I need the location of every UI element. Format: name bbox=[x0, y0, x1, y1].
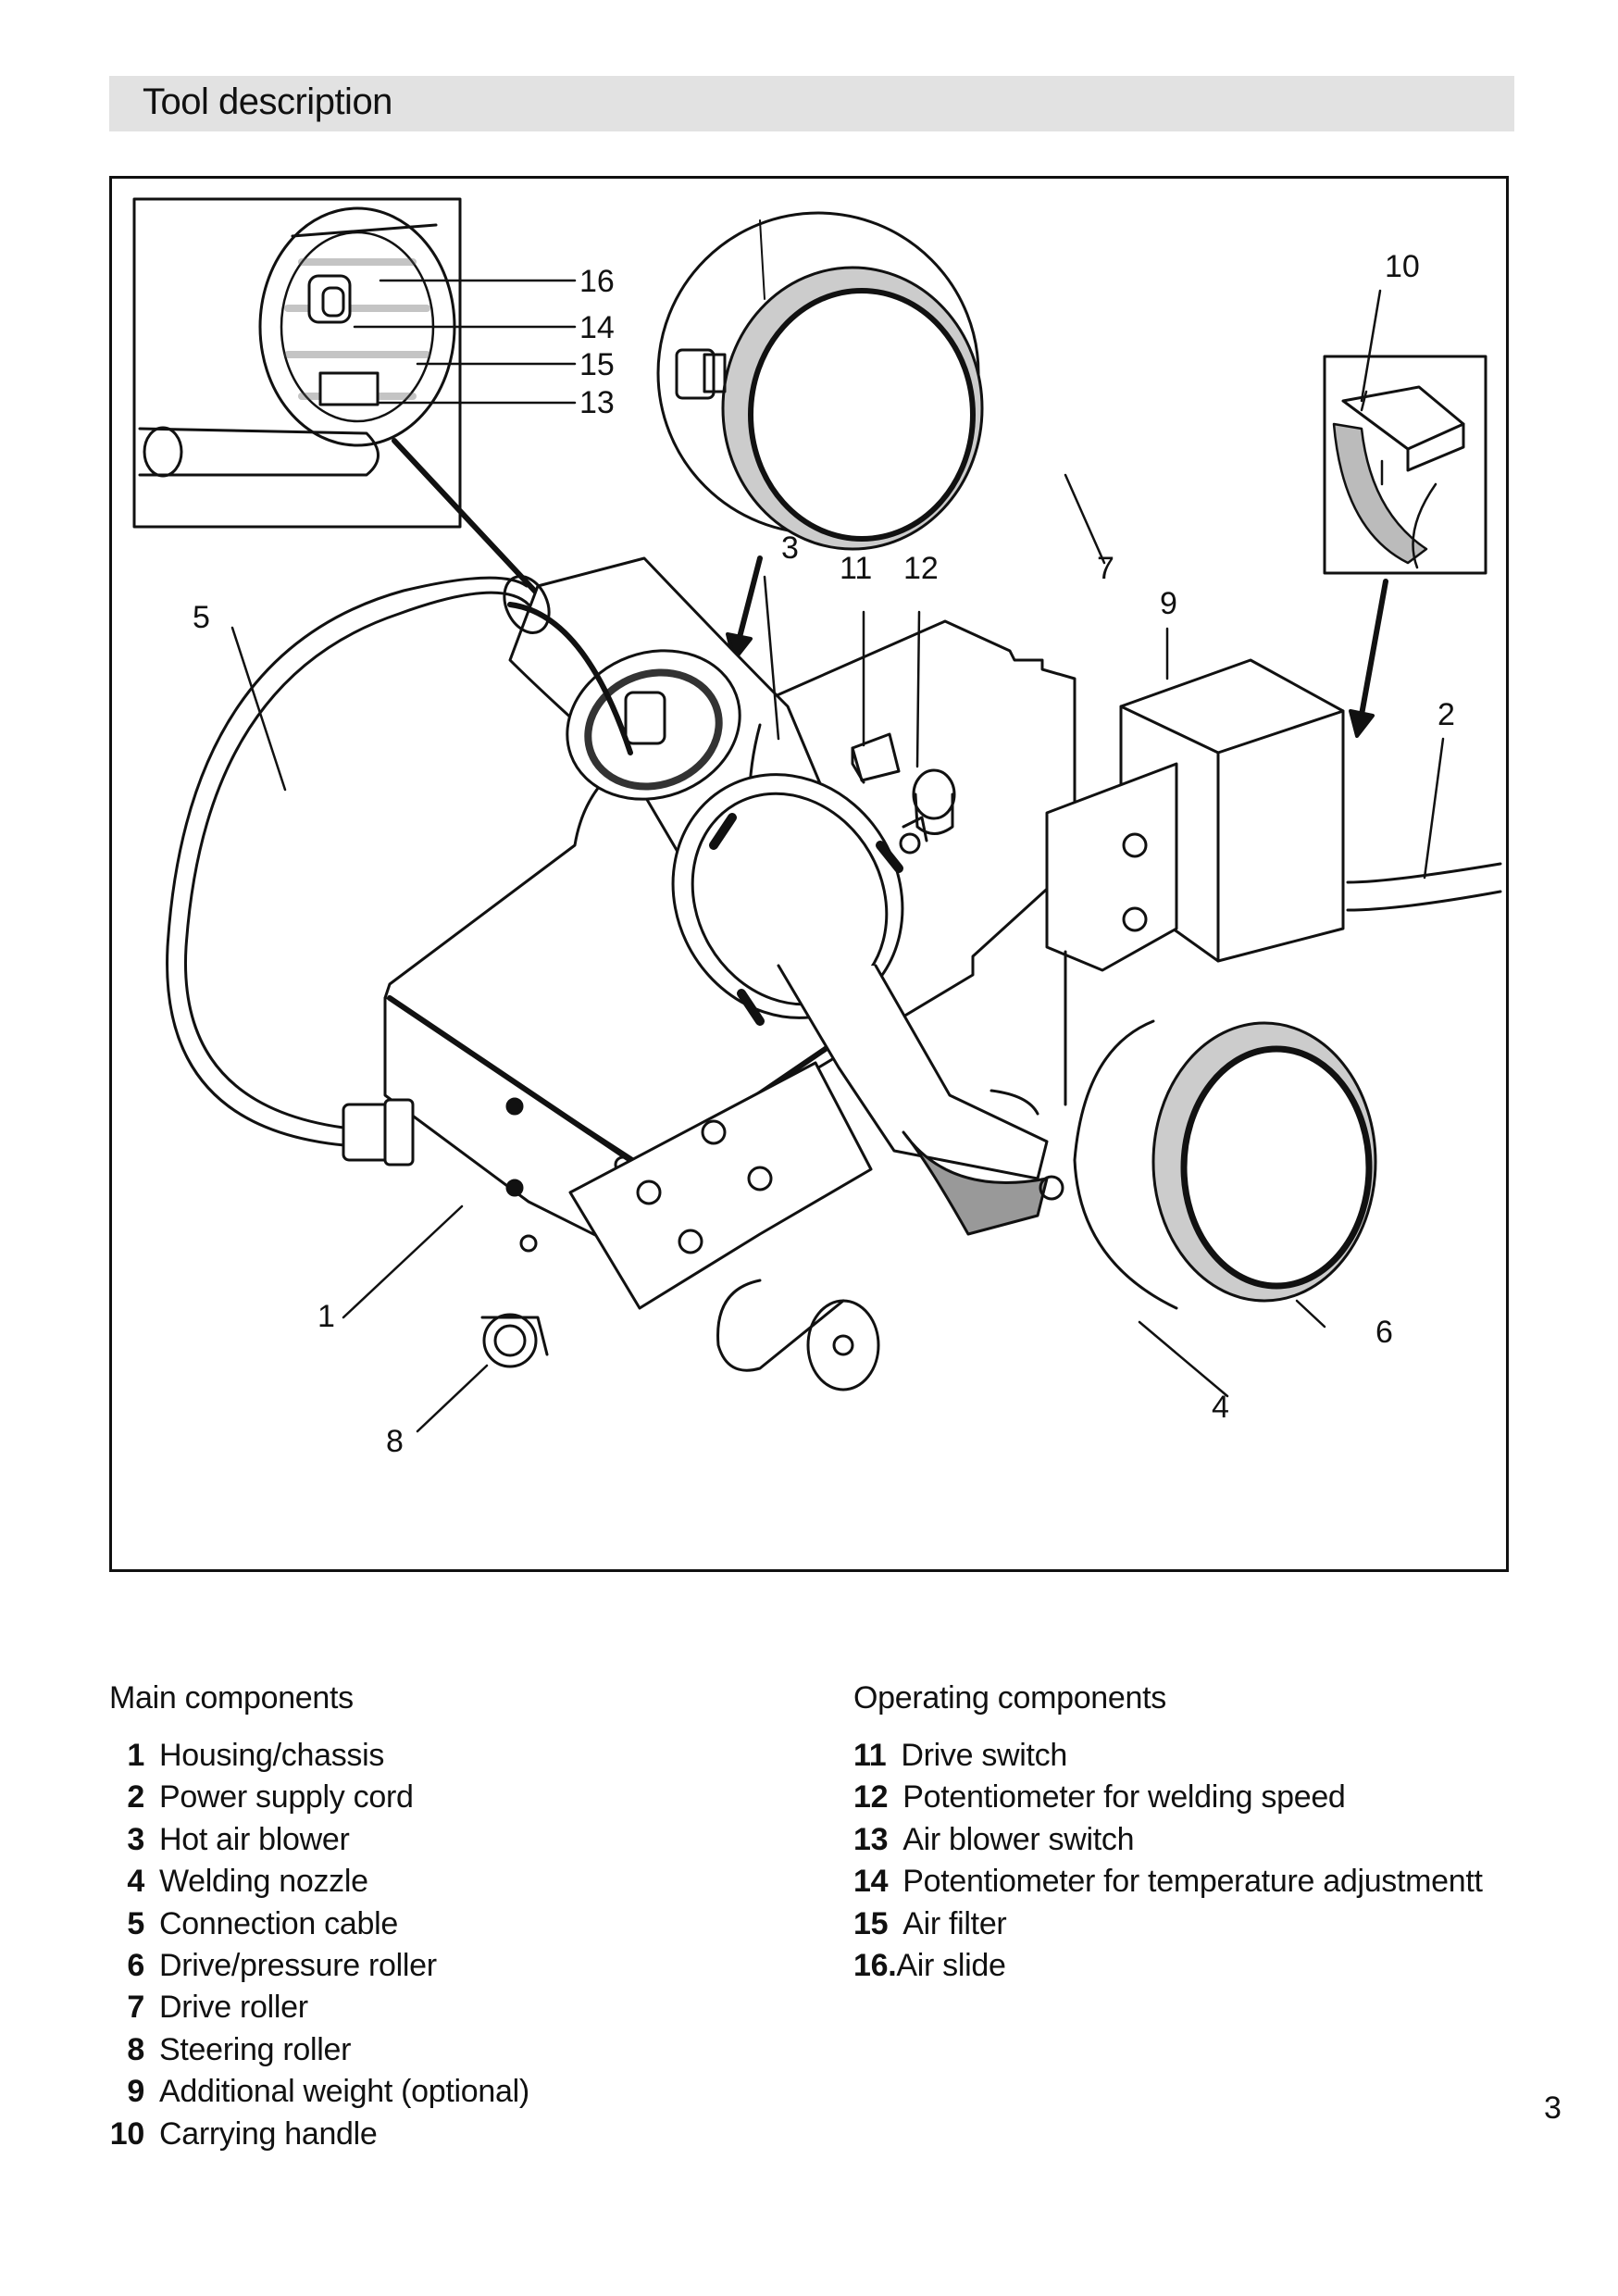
callout-1: 1 bbox=[317, 1299, 335, 1334]
tool-illustration-frame: 16 14 15 13 10 3 11 12 7 9 5 2 6 1 4 8 bbox=[109, 176, 1509, 1572]
callout-16: 16 bbox=[579, 264, 615, 299]
callout-15: 15 bbox=[579, 347, 615, 382]
callout-8: 8 bbox=[386, 1424, 404, 1459]
page-title: Tool description bbox=[143, 81, 392, 122]
connection-cable bbox=[183, 591, 530, 1129]
steering-roller bbox=[482, 1313, 538, 1368]
main-components-heading: Main components bbox=[109, 1680, 354, 1716]
callout-9: 9 bbox=[1160, 586, 1177, 621]
callout-13: 13 bbox=[579, 385, 615, 420]
callout-10: 10 bbox=[1385, 249, 1420, 284]
callout-14: 14 bbox=[579, 310, 615, 345]
page-title-bar: Tool description bbox=[109, 76, 1514, 131]
callout-4: 4 bbox=[1212, 1390, 1229, 1425]
callout-2: 2 bbox=[1438, 697, 1455, 732]
list-item: 16.Air slide bbox=[853, 1947, 1006, 1983]
page-number: 3 bbox=[1544, 2090, 1562, 2126]
control-panel-inset bbox=[132, 197, 462, 529]
callout-5: 5 bbox=[193, 600, 210, 635]
tool-illustration: 16 14 15 13 10 3 11 12 7 9 5 2 6 1 4 8 bbox=[132, 197, 1502, 1459]
callout-6: 6 bbox=[1375, 1315, 1393, 1350]
power-supply-cord bbox=[1346, 862, 1502, 884]
carrying-handle-inset bbox=[1323, 355, 1487, 575]
callout-3: 3 bbox=[781, 530, 799, 566]
callout-11: 11 bbox=[840, 551, 872, 586]
callout-12: 12 bbox=[903, 551, 939, 586]
operating-components-heading: Operating components bbox=[853, 1680, 1166, 1716]
callout-7: 7 bbox=[1097, 551, 1114, 586]
